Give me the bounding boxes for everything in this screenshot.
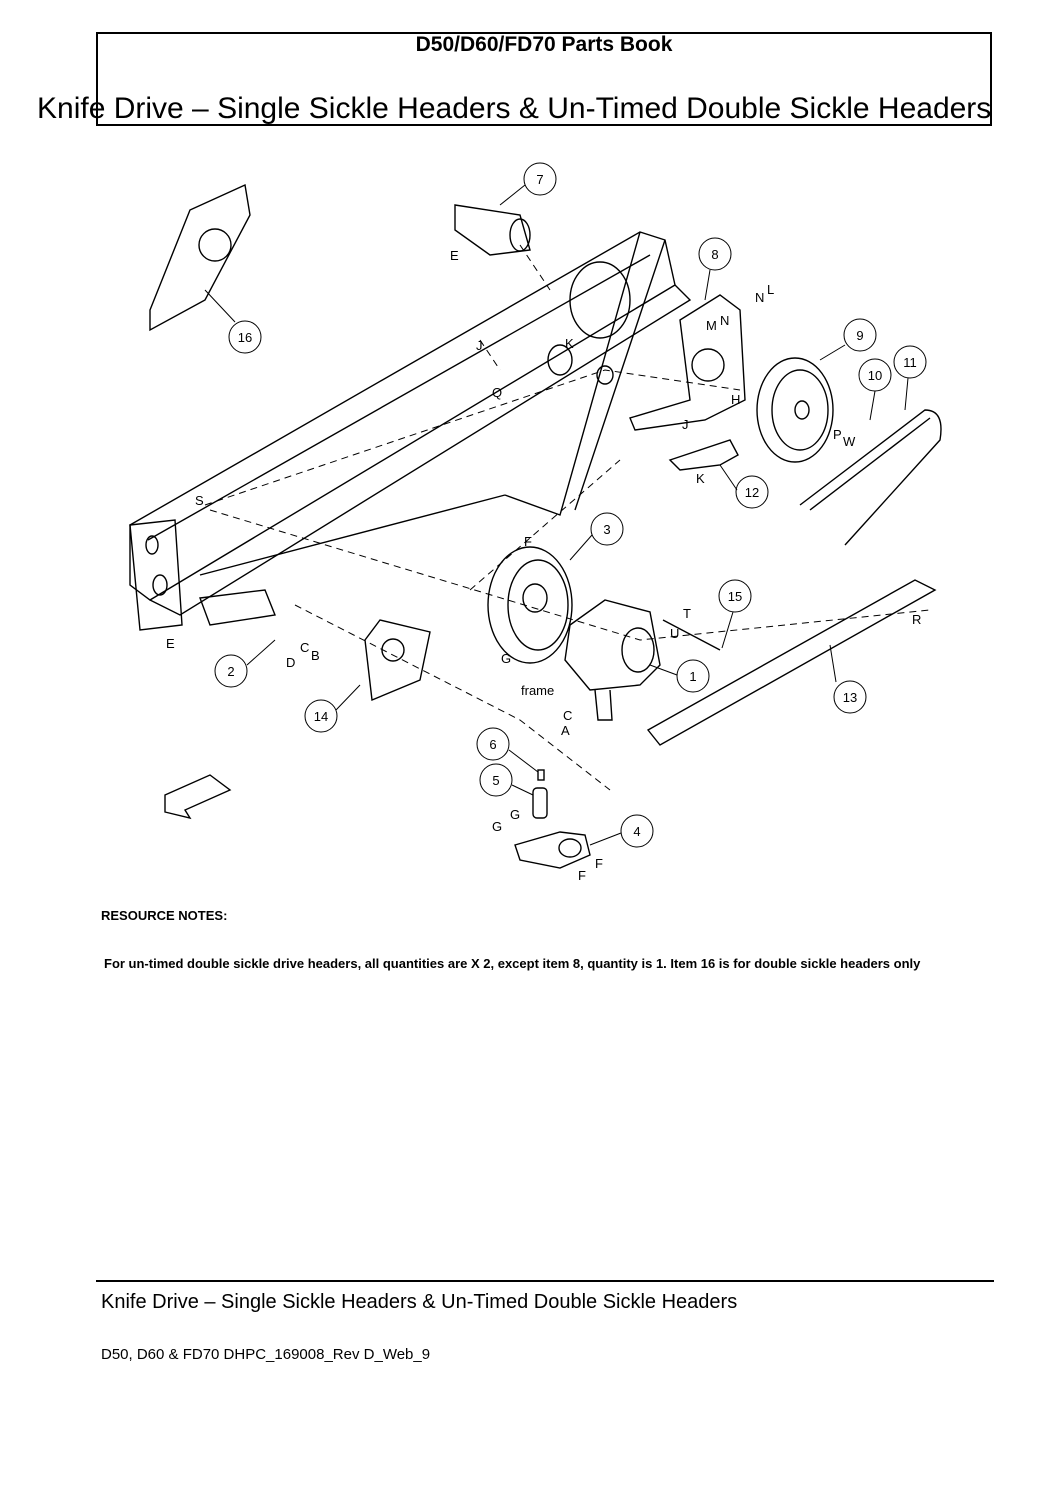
letter-G: G: [510, 807, 520, 822]
letter-D: D: [286, 655, 295, 670]
part-11-belt: [799, 409, 942, 546]
letter-L: L: [767, 282, 774, 297]
footer-doc-id: D50, D60 & FD70 DHPC_169008_Rev D_Web_9: [101, 1346, 431, 1363]
callout-numbers: 7 8 9 10 11 16 12 3 15 1 13 2 14 6 5 4: [227, 172, 916, 839]
notes-title: RESOURCE NOTES:: [101, 908, 228, 923]
direction-arrow: [164, 774, 232, 820]
callout-leaders: [204, 184, 909, 846]
callout-6: 6: [489, 737, 496, 752]
callout-10: 10: [868, 368, 882, 383]
callout-14: 14: [314, 709, 328, 724]
letter-B: B: [311, 648, 320, 663]
callout-4: 4: [633, 824, 640, 839]
letter-Q: Q: [492, 385, 502, 400]
letter-A: A: [561, 723, 570, 738]
callout-2: 2: [227, 664, 234, 679]
callout-9: 9: [856, 328, 863, 343]
letter-N: N: [755, 290, 764, 305]
part-14-plate: [364, 619, 431, 702]
letter-N: N: [720, 313, 729, 328]
callout-16: 16: [238, 330, 252, 345]
letter-S: S: [195, 493, 204, 508]
letter-C: C: [300, 640, 309, 655]
letter-F: F: [578, 868, 586, 883]
parts-diagram: 7 8 9 10 11 16 12 3 15 1 13 2 14 6 5 4 E…: [129, 162, 942, 883]
callout-11: 11: [903, 355, 917, 370]
part-5-pin: [532, 787, 548, 819]
letter-U: U: [670, 626, 679, 641]
part-7-motor: [454, 204, 531, 256]
end-plate: [129, 519, 183, 631]
part-15-sensor: [662, 619, 721, 651]
callout-1: 1: [689, 669, 696, 684]
callout-circles: [214, 162, 927, 848]
part-6-fitting: [537, 769, 545, 781]
callout-13: 13: [843, 690, 857, 705]
letter-C: C: [563, 708, 572, 723]
letter-J: J: [476, 338, 483, 353]
letter-K: K: [565, 336, 574, 351]
letter-T: T: [683, 606, 691, 621]
callout-7: 7: [536, 172, 543, 187]
reference-letters: E L N M N J K Q H J P W K S F R U T E C …: [166, 248, 921, 883]
letter-E: E: [166, 636, 175, 651]
letter-G: G: [501, 651, 511, 666]
letter-H: H: [731, 392, 740, 407]
callout-5: 5: [492, 773, 499, 788]
callout-15: 15: [728, 589, 742, 604]
letter-W: W: [843, 434, 856, 449]
part-9-pulley: [756, 357, 834, 463]
notes-text: For un-timed double sickle drive headers…: [104, 956, 921, 971]
book-title: D50/D60/FD70 Parts Book: [415, 33, 673, 56]
callout-3: 3: [603, 522, 610, 537]
letter-P: P: [833, 427, 842, 442]
part-13-rod: [646, 579, 937, 746]
part-12-bracket: [668, 439, 739, 471]
letter-F: F: [524, 534, 532, 549]
part-16-bracket: [149, 183, 251, 332]
footer-title: Knife Drive – Single Sickle Headers & Un…: [101, 1291, 738, 1313]
letter-K: K: [696, 471, 705, 486]
header-box: [96, 32, 992, 126]
footer-rule: [96, 1280, 994, 1282]
part-8-plate: [629, 294, 746, 431]
callout-12: 12: [745, 485, 759, 500]
callout-8: 8: [711, 247, 718, 262]
letter-M: M: [706, 318, 717, 333]
letter-F: F: [595, 856, 603, 871]
letter-J: J: [682, 417, 689, 432]
part-1-gearbox: [564, 599, 661, 691]
part-3-pulley: [487, 546, 573, 664]
letter-R: R: [912, 612, 921, 627]
letter-G: G: [492, 819, 502, 834]
part-4-crank: [514, 831, 591, 869]
page-title: Knife Drive – Single Sickle Headers & Un…: [37, 92, 992, 125]
frame-label: frame: [521, 683, 554, 698]
letter-E: E: [450, 248, 459, 263]
